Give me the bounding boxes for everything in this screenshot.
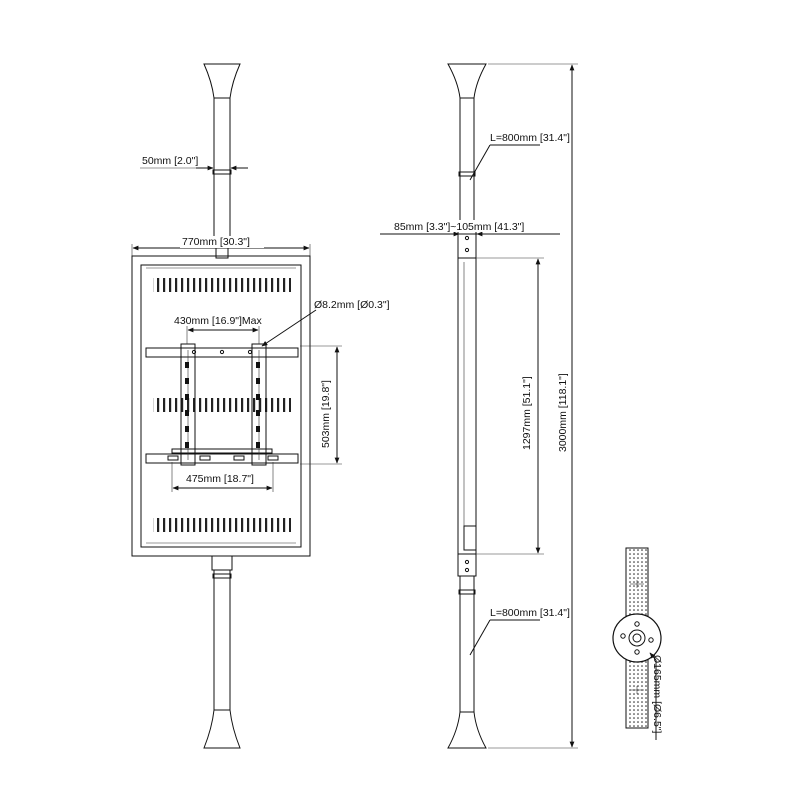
display-frame-inner: [140, 264, 302, 548]
hole-diameter-leader: [261, 309, 317, 347]
front-view: 50mm [2.0"] 770mm [30.3"]: [131, 63, 390, 749]
base-flange-circle: [612, 613, 662, 663]
base-diameter-label: Ø165mm [Ø6.5"]: [651, 655, 663, 734]
base-diameter-leader: [649, 652, 657, 661]
vent-slots-bottom: [153, 518, 291, 532]
side-bottom-flange: [447, 711, 487, 749]
side-view: L=800mm [31.4"] 85mm [3.3"]~105mm [41.3"…: [380, 63, 578, 749]
vesa-width-max-label: 430mm [16.9"]Max: [174, 315, 263, 327]
display-height-label: 1297mm [51.1"]: [521, 376, 533, 450]
front-bottom-flange: [203, 709, 241, 749]
front-top-flange: [203, 63, 241, 99]
vesa-bracket-left: [180, 343, 196, 466]
adjust-range-label: 85mm [3.3"]~105mm [41.3"]: [394, 221, 524, 233]
mount-rail-lower: [145, 453, 299, 464]
front-lower-pole: [213, 569, 231, 711]
pole-diameter-label: 50mm [2.0"]: [142, 155, 198, 167]
front-upper-pole: [213, 97, 231, 249]
upper-pole-length-label: L=800mm [31.4"]: [490, 132, 570, 144]
front-pole-clamp-bottom: [211, 555, 233, 571]
side-lower-pole: [459, 575, 475, 713]
vent-slots-middle: [153, 398, 291, 412]
side-upper-pole: [459, 97, 475, 231]
vent-slots-top: [153, 278, 291, 292]
side-lower-clamp: [457, 553, 477, 577]
base-detail-view: Ø165mm [Ø6.5"]: [612, 547, 663, 740]
display-side-profile: [457, 257, 477, 555]
mount-rail-upper: [145, 347, 299, 358]
upper-pole-leader: [469, 144, 491, 181]
lower-pole-length-label: L=800mm [31.4"]: [490, 607, 570, 619]
lower-pole-leader: [469, 619, 491, 656]
side-top-flange: [447, 63, 487, 99]
front-pole-collar-top: [212, 169, 232, 175]
vesa-width-label: 475mm [18.7"]: [186, 473, 254, 485]
display-width-label: 770mm [30.3"]: [182, 236, 250, 248]
hole-diameter-label: Ø8.2mm [Ø0.3"]: [314, 299, 390, 311]
total-height-label: 3000mm [118.1"]: [557, 373, 569, 452]
vesa-height-label: 503mm [19.8"]: [320, 380, 332, 448]
